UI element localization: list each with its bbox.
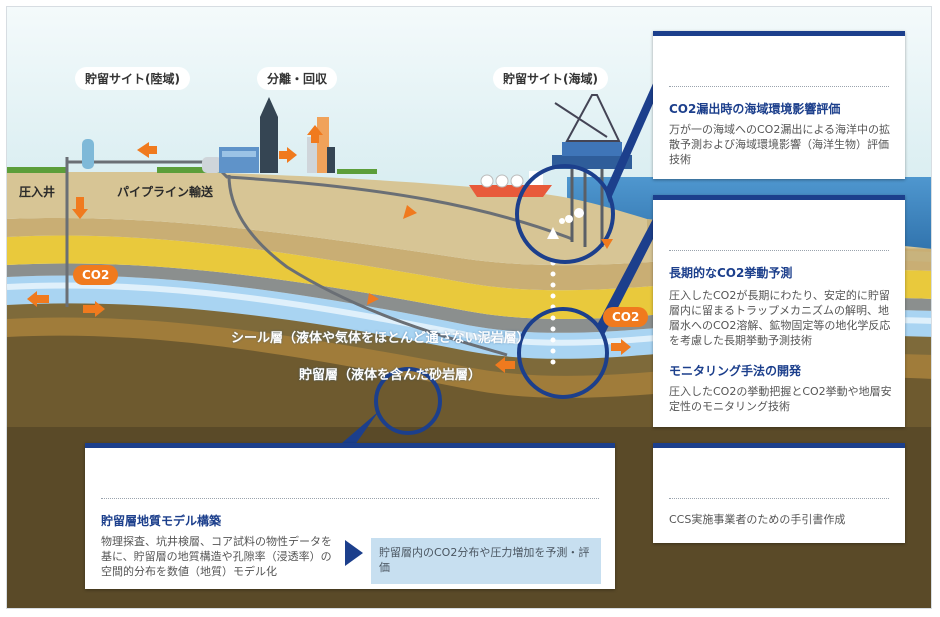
card-leak-title: CO2漏出時の海域環境影響評価 [669,102,841,116]
card-leak-body: 万が一の海域へのCO2漏出による海洋中の拡散予測および海域環境影響（海洋生物）評… [669,123,891,166]
co2-badge-right: CO2 [603,307,649,327]
diagram-frame: 貯留サイト(陸域) 分離・回収 貯留サイト(海域) 圧入井 パイプライン輸送 C… [6,6,932,609]
card-divider [669,86,889,87]
label-storage-site-land: 貯留サイト(陸域) [75,67,190,90]
land-facility [82,97,335,173]
card-leak-assessment: CO2漏出時の海域環境影響評価 万が一の海域へのCO2漏出による海洋中の拡散予測… [653,31,905,179]
card-manual: CCS実施事業者のための手引書作成 [653,443,905,543]
grass [7,167,377,174]
card-model-body: 物理探査、坑井検層、コア試料の物性データを基に、貯留層の地質構造や孔隙率（浸透率… [101,535,332,578]
card-model-title: 貯留層地質モデル構築 [101,514,222,528]
arrow-right-icon [345,540,363,566]
card-monitoring-body: 圧入したCO2の挙動把握とCO2挙動や地層安定性のモニタリング技術 [669,385,892,413]
label-separation-recovery: 分離・回収 [257,67,338,90]
co2-badge-left: CO2 [73,265,119,285]
label-reservoir-layer: 貯留層（液体を含んだ砂岩層） [299,368,482,383]
card-manual-body: CCS実施事業者のための手引書作成 [669,513,846,526]
card-behavior-monitoring: 長期的なCO2挙動予測 圧入したCO2が長期にわたり、安定的に貯留層内に留まるト… [653,195,905,427]
label-injection-well: 圧入井 [19,185,56,199]
model-result-box: 貯留層内のCO2分布や圧力増加を予測・評価 [371,538,601,584]
flow-arrows [27,125,631,373]
focus-circles [374,164,615,435]
label-seal-layer: シール層（液体や気体をほとんど通さない泥岩層） [231,331,530,346]
label-pipeline-transport: パイプライン輸送 [117,185,214,199]
connector-wedges [335,79,655,449]
card-geological-model: 貯留層地質モデル構築 物理探査、坑井検層、コア試料の物性データを基に、貯留層の地… [85,443,615,589]
card-divider [669,250,889,251]
card-divider [669,498,889,499]
label-storage-site-sea: 貯留サイト(海域) [493,67,608,90]
card-divider [101,498,599,499]
card-behavior-body: 圧入したCO2が長期にわたり、安定的に貯留層内に留まるトラップメカニズムの解明、… [669,289,891,347]
card-monitoring-title: モニタリング手法の開発 [669,364,802,378]
lng-ship [469,171,552,197]
card-behavior-title: 長期的なCO2挙動予測 [669,266,793,280]
